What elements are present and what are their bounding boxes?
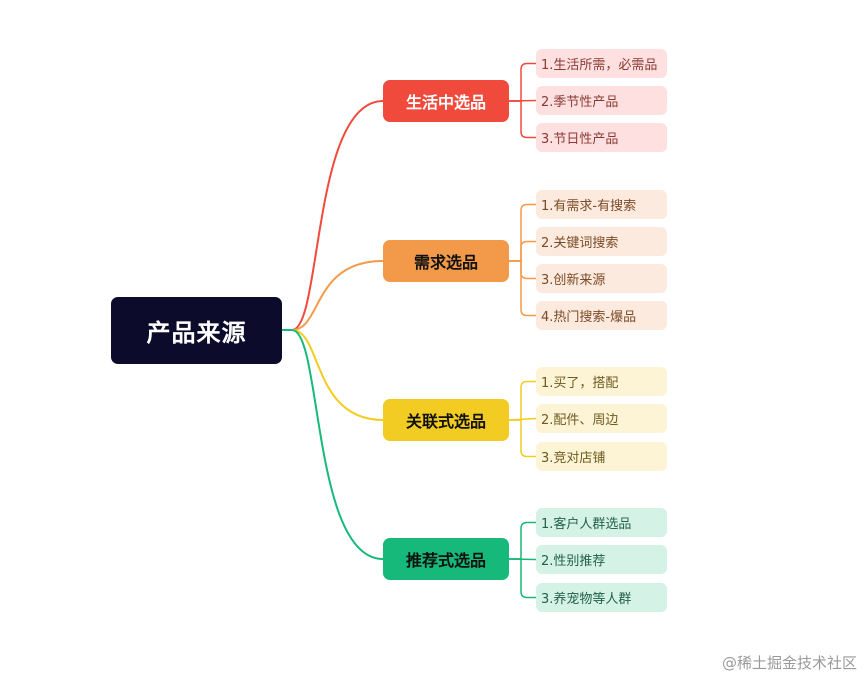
- branch-leaf-connector: [508, 100, 537, 139]
- watermark: @稀土掘金技术社区: [721, 654, 857, 672]
- leaf-node: 2.配件、周边: [536, 404, 667, 433]
- branch-leaf-connector: [508, 380, 537, 421]
- branch-leaf-connector: [508, 260, 537, 317]
- branch-leaf-connector: [508, 558, 537, 599]
- branch-node: 需求选品: [383, 240, 509, 282]
- branch-leaf-connector: [508, 62, 537, 102]
- leaf-node: 3.竞对店铺: [536, 442, 667, 471]
- branch-node: 生活中选品: [383, 80, 509, 122]
- leaf-node: 2.性别推荐: [536, 545, 667, 574]
- branch-leaf-connector: [508, 240, 537, 262]
- root-branch-connector: [281, 329, 384, 560]
- branch-leaf-connector: [508, 260, 537, 280]
- branch-node: 推荐式选品: [383, 538, 509, 580]
- leaf-node: 1.买了，搭配: [536, 367, 667, 396]
- leaf-node: 3.节日性产品: [536, 123, 667, 152]
- leaf-node: 3.养宠物等人群: [536, 583, 667, 612]
- branch-leaf-connector: [508, 203, 537, 262]
- leaf-node: 3.创新来源: [536, 264, 667, 293]
- branch-leaf-connector: [508, 419, 537, 458]
- leaf-node: 2.季节性产品: [536, 86, 667, 115]
- branch-node: 关联式选品: [383, 399, 509, 441]
- branch-leaf-connector: [508, 521, 537, 560]
- root-branch-connector: [281, 260, 384, 331]
- leaf-node: 2.关键词搜索: [536, 227, 667, 256]
- root-node: 产品来源: [111, 297, 282, 364]
- leaf-node: 4.热门搜索-爆品: [536, 301, 667, 330]
- root-branch-connector: [281, 329, 384, 421]
- leaf-node: 1.有需求-有搜索: [536, 190, 667, 219]
- root-branch-connector: [281, 100, 384, 331]
- leaf-node: 1.生活所需，必需品: [536, 49, 667, 78]
- leaf-node: 1.客户人群选品: [536, 508, 667, 537]
